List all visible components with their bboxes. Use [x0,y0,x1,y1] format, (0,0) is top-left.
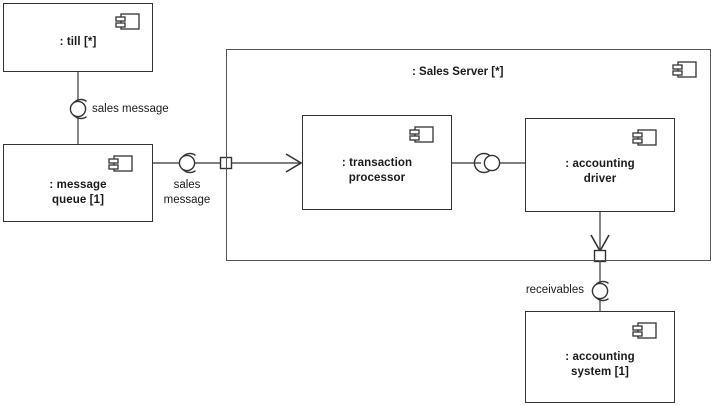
component-message-queue[interactable]: : message queue [1] [3,144,153,222]
accounting-driver-label-line2: driver [583,173,617,185]
connector-label-till-to-queue: sales message [92,103,169,115]
transaction-processor-label-line2: processor [348,172,406,184]
accounting-system-label-line1: : accounting [565,351,635,363]
ball-and-socket-icon-queue-server [178,152,196,174]
queue-to-server-label-line1: sales [173,179,201,191]
component-transaction-processor[interactable]: : transaction processor [302,115,452,210]
component-label-transaction-processor: : transaction processor [303,156,451,186]
component-icon-transaction-processor [409,126,434,143]
component-sales-server[interactable] [226,49,711,261]
ball-and-socket-icon-receivables [591,280,609,302]
component-icon-message-queue [108,155,133,172]
component-icon-accounting-driver [632,129,657,146]
connector-label-queue-to-server: sales message [145,178,229,208]
message-queue-label-line1: : message [49,179,107,191]
component-icon-till [115,13,140,30]
sales-server-title: : Sales Server [*] [412,66,504,78]
component-label-message-queue: : message queue [1] [4,178,152,208]
component-label-till: : till [*] [4,35,152,50]
queue-to-server-label-line2: message [163,194,211,206]
component-icon-sales-server [672,61,697,78]
message-queue-label-line2: queue [1] [51,194,104,206]
accounting-system-label-line2: system [1] [571,366,629,378]
component-label-accounting-system: : accounting system [1] [526,350,674,380]
ball-and-socket-icon-processor-driver [473,152,501,174]
ball-and-socket-icon-till-queue [69,98,87,120]
component-accounting-system[interactable]: : accounting system [1] [525,311,675,403]
component-label-accounting-driver: : accounting driver [526,157,674,187]
component-till[interactable]: : till [*] [3,3,153,72]
arrow-right-icon-processor [285,153,303,173]
transaction-processor-label-line1: : transaction [341,157,413,169]
component-icon-accounting-system [632,322,657,339]
till-label-line1: : till [*] [59,36,97,48]
accounting-driver-label-line1: : accounting [565,158,635,170]
connector-label-receivables: receivables [525,284,584,296]
component-accounting-driver[interactable]: : accounting driver [525,118,675,212]
